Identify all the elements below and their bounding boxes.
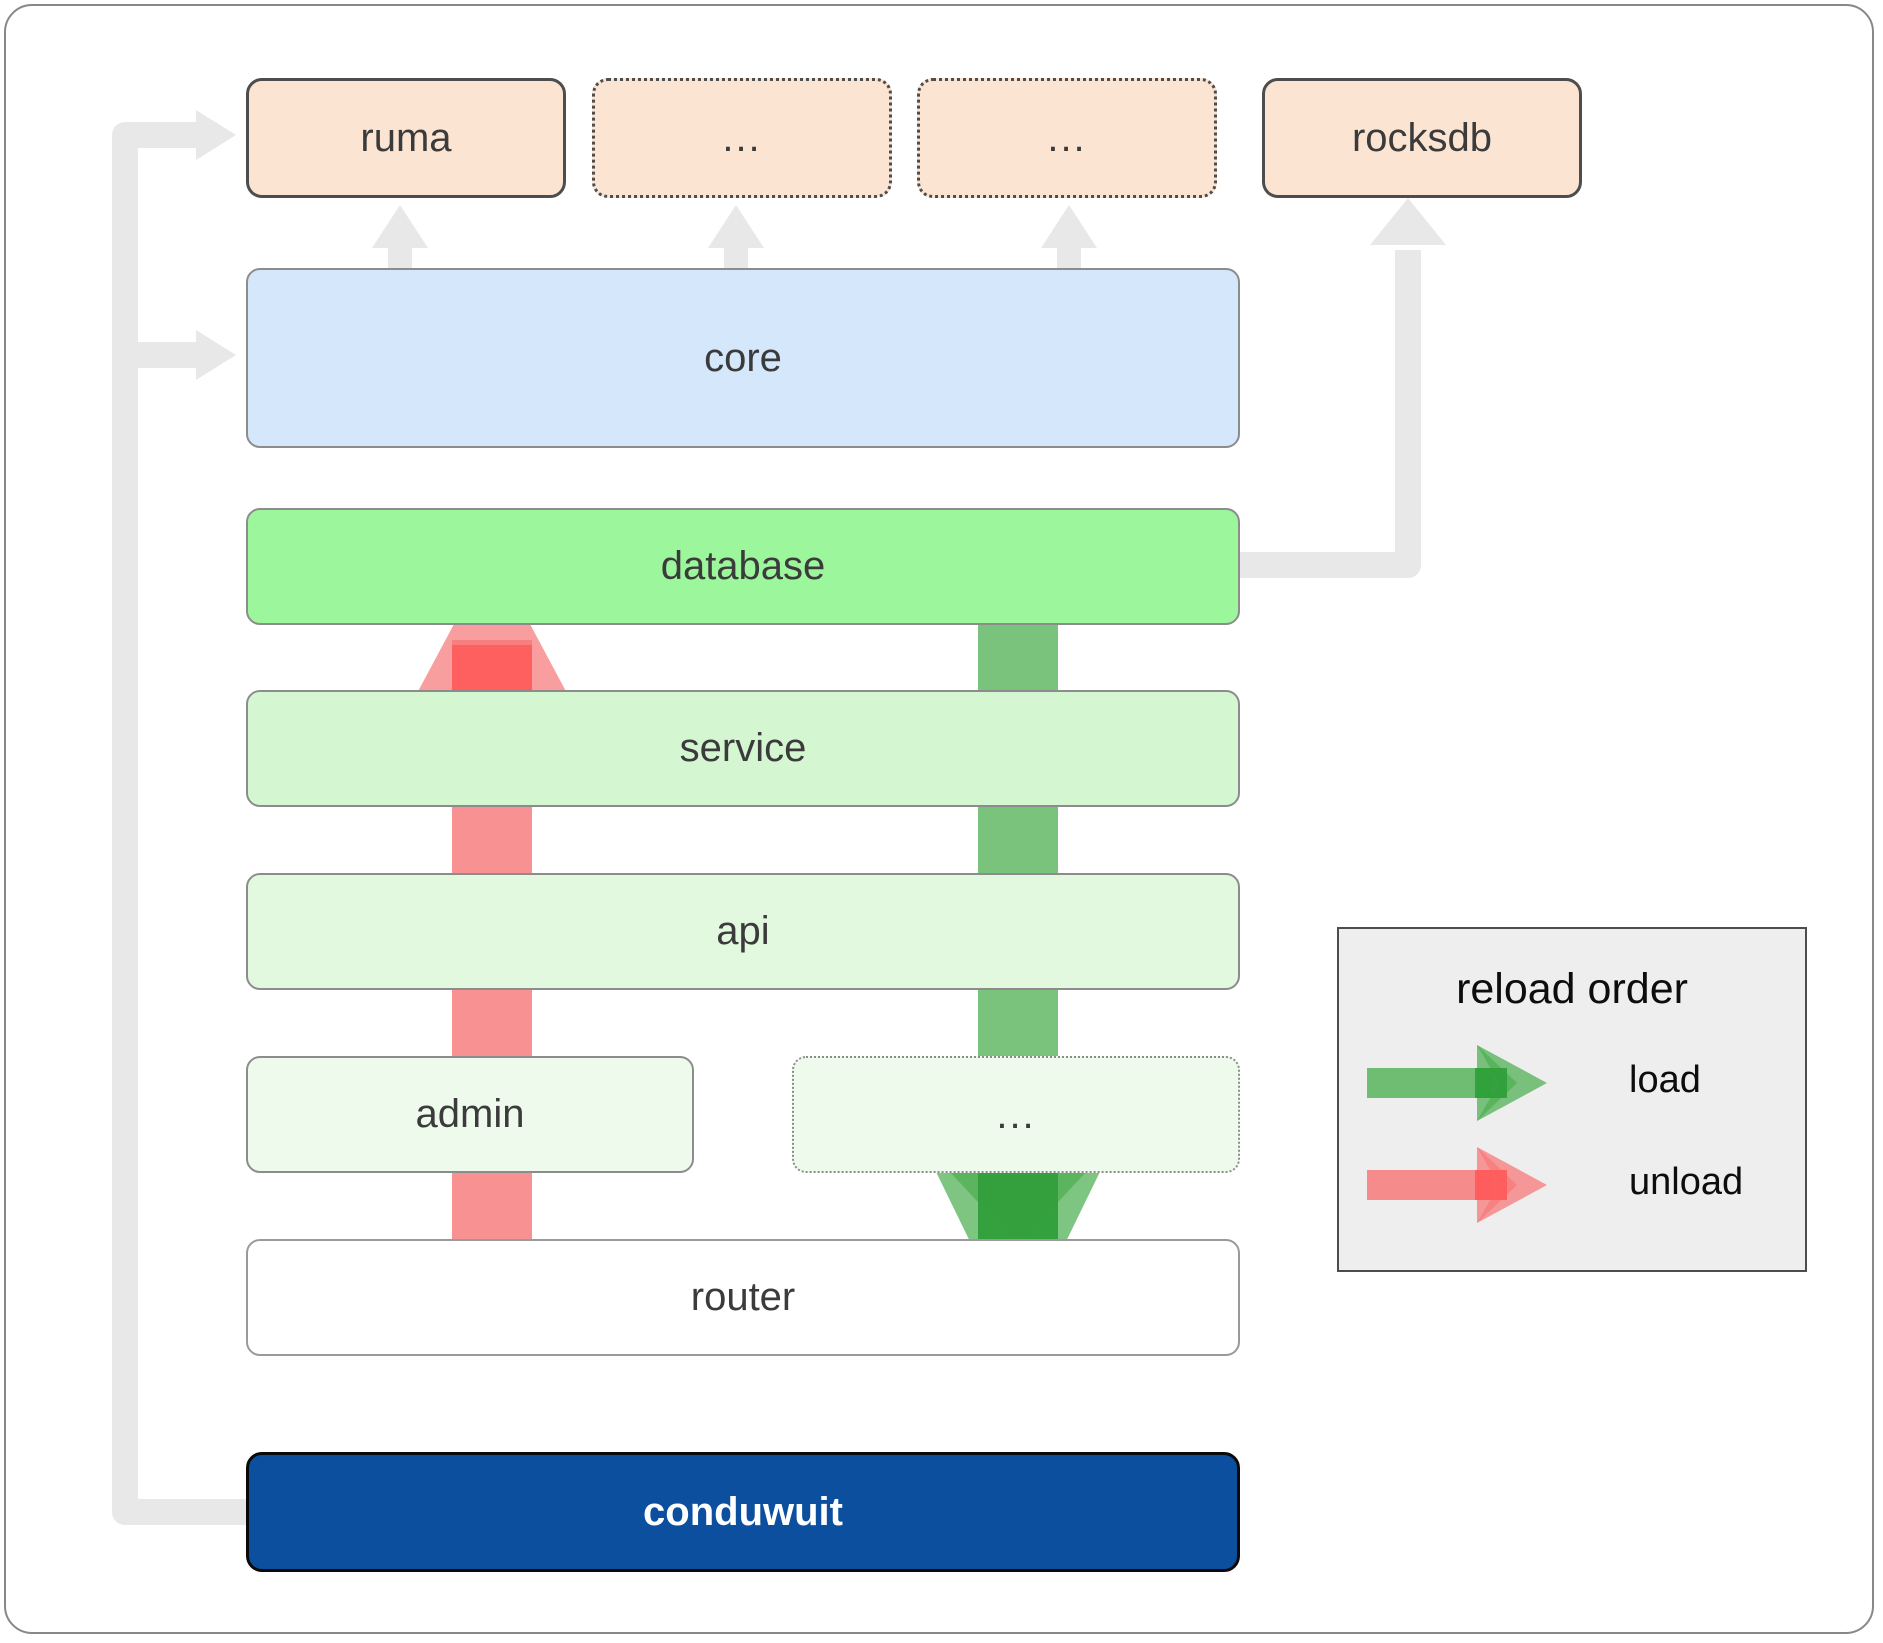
legend-unload-arrow-icon bbox=[1367, 1147, 1547, 1223]
node-api[interactable]: api bbox=[246, 873, 1240, 990]
node-top-dots-2-label: ... bbox=[1047, 116, 1087, 160]
legend-panel: reload order load unload bbox=[1337, 927, 1807, 1272]
node-service-label: service bbox=[679, 726, 807, 770]
node-top-dots-2[interactable]: ... bbox=[917, 78, 1217, 198]
legend-title: reload order bbox=[1456, 965, 1688, 1013]
connector-database-to-rocksdb bbox=[1240, 198, 1446, 578]
node-top-dots-1-label: ... bbox=[722, 116, 762, 160]
node-conduwuit[interactable]: conduwuit bbox=[246, 1452, 1240, 1572]
legend-load-label: load bbox=[1629, 1059, 1701, 1101]
node-core[interactable]: core bbox=[246, 268, 1240, 448]
node-database[interactable]: database bbox=[246, 508, 1240, 625]
node-database-label: database bbox=[660, 544, 826, 588]
node-admin-label: admin bbox=[415, 1092, 525, 1136]
connector-core-to-top-dots-2 bbox=[1041, 205, 1097, 275]
legend-load-arrow-icon bbox=[1367, 1045, 1547, 1121]
node-admin[interactable]: admin bbox=[246, 1056, 694, 1173]
connector-core-to-ruma bbox=[372, 205, 428, 275]
node-rocksdb-label: rocksdb bbox=[1351, 115, 1493, 160]
node-router[interactable]: router bbox=[246, 1239, 1240, 1356]
node-api-label: api bbox=[716, 909, 770, 953]
node-router-label: router bbox=[690, 1275, 796, 1319]
node-ruma-label: ruma bbox=[360, 115, 452, 160]
node-service[interactable]: service bbox=[246, 690, 1240, 807]
node-lower-dots[interactable]: ... bbox=[792, 1056, 1240, 1173]
node-conduwuit-label: conduwuit bbox=[643, 1489, 843, 1534]
node-lower-dots-label: ... bbox=[996, 1092, 1036, 1137]
legend-unload-label: unload bbox=[1629, 1161, 1744, 1203]
connector-core-to-top-dots-1 bbox=[708, 205, 764, 275]
node-top-dots-1[interactable]: ... bbox=[592, 78, 892, 198]
node-rocksdb[interactable]: rocksdb bbox=[1262, 78, 1582, 198]
node-core-label: core bbox=[704, 335, 782, 380]
node-ruma[interactable]: ruma bbox=[246, 78, 566, 198]
connector-conduwuit-to-deps bbox=[112, 110, 246, 1525]
